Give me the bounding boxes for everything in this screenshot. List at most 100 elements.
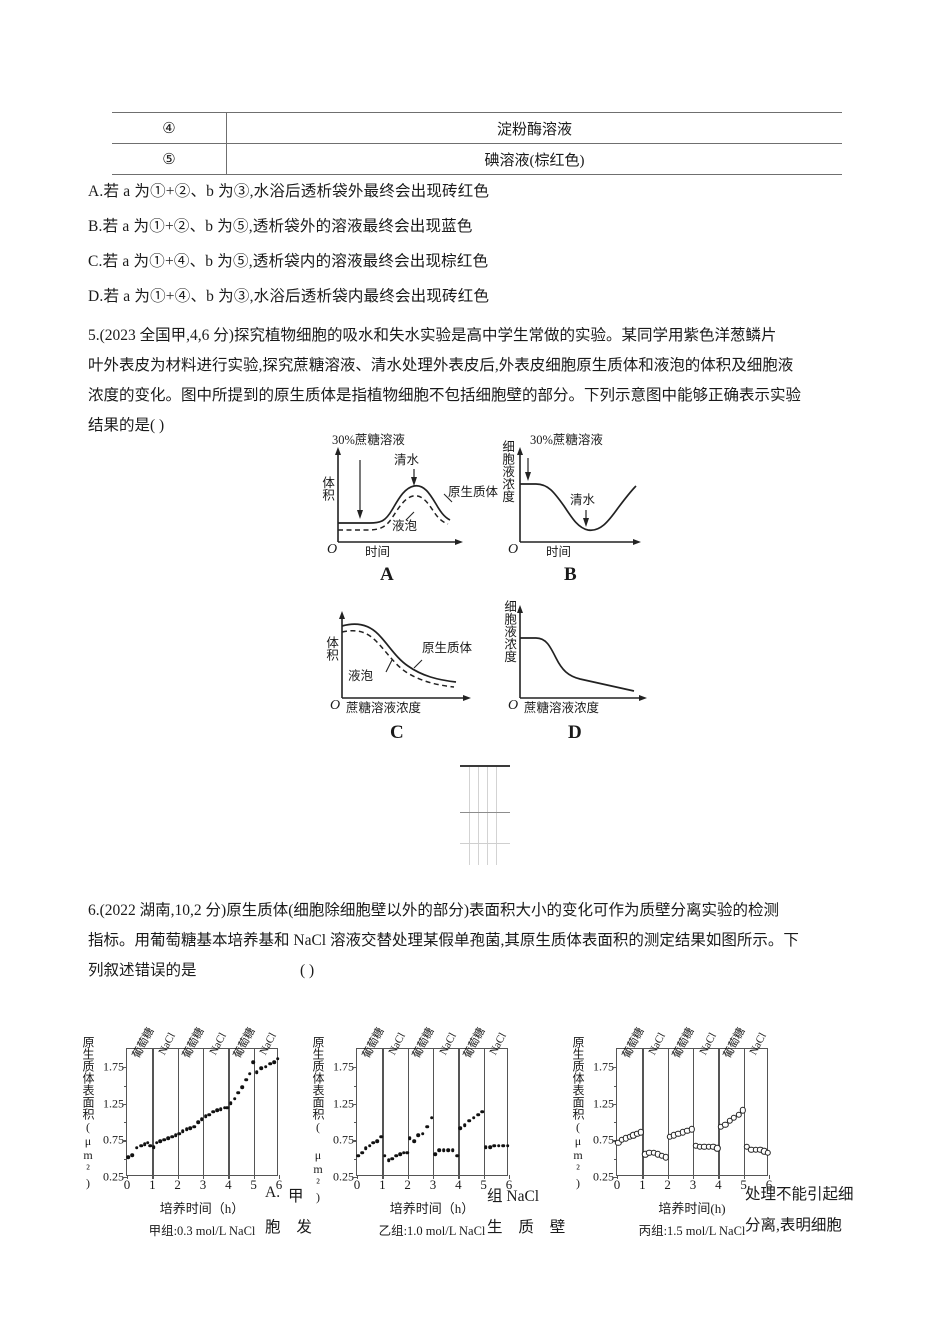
y-axis-tick-label: 0.75	[103, 1132, 124, 1147]
y-axis-tick-mark	[123, 1177, 127, 1179]
option-b: B.若 a 为①+②、b 为⑤,透析袋外的溶液最终会出现蓝色	[88, 218, 473, 235]
figure-a-annotation-sucrose: 30%蔗糖溶液	[332, 433, 405, 447]
data-point	[272, 1060, 277, 1064]
data-point	[739, 1107, 746, 1114]
data-point	[158, 1139, 163, 1143]
x-axis-tick-mark	[483, 1175, 485, 1179]
x-axis-tick-label: 1	[379, 1177, 386, 1192]
data-point	[196, 1120, 200, 1124]
data-point	[421, 1132, 425, 1136]
x-axis-tick-label: 6	[275, 1177, 283, 1192]
figure-a-annotation-vacuole: 液泡	[392, 519, 418, 533]
y-axis-minor-tick	[354, 1122, 357, 1124]
y-axis-tick-label: 1.25	[103, 1096, 124, 1111]
data-point	[764, 1149, 772, 1157]
figure-c-label: C	[390, 722, 404, 743]
chart-subtitle: 丙组:1.5 mol/L NaCl	[638, 1224, 746, 1238]
x-axis-tick-mark	[642, 1175, 644, 1179]
overlay-answer-c-line2: 分离,表明细胞	[745, 1217, 842, 1234]
data-point	[229, 1101, 233, 1105]
figure-d-origin: O	[508, 698, 519, 713]
data-point	[375, 1139, 380, 1143]
y-axis-tick-label: 1.25	[593, 1096, 614, 1111]
x-axis-tick-mark	[357, 1175, 359, 1179]
overlay-answer-line2: 胞 发	[265, 1219, 318, 1236]
data-point	[416, 1133, 421, 1138]
figure-b-annotation-sucrose: 30%蔗糖溶液	[530, 433, 603, 447]
table-cell-content: 碘溶液(棕红色)	[226, 143, 842, 175]
y-axis-tick-mark	[353, 1067, 357, 1069]
data-point	[371, 1140, 376, 1145]
overlay-answer-a-text: 甲	[288, 1188, 304, 1205]
y-axis-tick-label: 0.75	[333, 1132, 354, 1147]
y-axis-minor-tick	[354, 1085, 357, 1087]
x-axis-title: 培养时间(h)	[658, 1201, 726, 1216]
overlay-answer-b-text: 组 NaCl	[487, 1188, 540, 1205]
data-point	[450, 1148, 455, 1152]
data-point	[726, 1117, 733, 1124]
y-axis-tick-mark	[123, 1140, 127, 1142]
y-axis-title: 原生质体表面积( μm²)	[311, 1036, 325, 1204]
question-6-line-3: 列叙述错误的是	[88, 962, 197, 979]
data-point	[407, 1136, 412, 1141]
x-axis-tick-label: 6	[765, 1177, 773, 1192]
x-axis-tick-mark	[228, 1175, 230, 1179]
data-point	[688, 1126, 695, 1133]
option-c: C.若 a 为①+④、b 为⑤,透析袋内的溶液最终会出现棕红色	[88, 253, 489, 270]
data-point	[433, 1152, 437, 1157]
data-point	[455, 1153, 459, 1158]
y-axis-minor-tick	[614, 1085, 617, 1087]
y-axis-tick-label: 0.25	[333, 1169, 354, 1184]
phase-separator	[483, 1049, 485, 1175]
phase-separator	[667, 1049, 669, 1175]
data-point	[390, 1156, 395, 1161]
data-point	[155, 1140, 159, 1145]
y-axis-tick-label: 1.75	[103, 1059, 124, 1074]
option-d: D.若 a 为①+④、b 为③,水浴后透析袋内最终会出现砖红色	[88, 288, 490, 305]
x-axis-tick-label: 4	[225, 1177, 232, 1192]
data-point	[480, 1110, 485, 1114]
question-6-line-2: 指标。用葡萄糖基本培养基和 NaCl 溶液交替处理某假单孢菌,其原生质体表面积的…	[88, 932, 799, 949]
figure-c-origin: O	[330, 698, 341, 713]
chart-subtitle: 甲组:0.3 mol/L NaCl	[148, 1224, 256, 1238]
data-point	[405, 1151, 409, 1155]
x-axis-tick-label: 3	[429, 1177, 437, 1192]
data-point	[446, 1148, 450, 1152]
data-point	[148, 1143, 153, 1148]
data-point	[177, 1132, 181, 1136]
data-point	[145, 1140, 150, 1145]
question-6-answer-marker: ( )	[300, 962, 315, 979]
figure-c-y-axis-label: 体积	[324, 636, 339, 661]
figure-b-label: B	[564, 564, 577, 585]
y-axis-tick-mark	[613, 1177, 617, 1179]
figure-a: 30%蔗糖溶液 清水 原生质体 液泡 体积 O 时间 A	[318, 433, 498, 585]
data-point	[437, 1148, 442, 1152]
data-point	[211, 1110, 215, 1114]
figure-b-annotation-water: 清水	[570, 493, 596, 507]
data-point	[441, 1148, 446, 1152]
x-axis-tick-label: 1	[639, 1177, 646, 1192]
data-point	[222, 1105, 227, 1110]
data-point	[360, 1151, 364, 1155]
data-point	[476, 1113, 480, 1117]
figure-c-graphic	[339, 611, 471, 701]
data-point	[467, 1118, 471, 1123]
x-axis-tick-label: 3	[199, 1177, 207, 1192]
figure-c-annotation-protoplast: 原生质体	[422, 641, 473, 655]
data-point	[398, 1152, 402, 1157]
data-point	[130, 1153, 134, 1157]
data-point	[203, 1114, 208, 1119]
question-5-line-2: 叶外表皮为材料进行实验,探究蔗糖溶液、清水处理外表皮后,外表皮细胞原生质体和液泡…	[88, 357, 794, 374]
x-axis-tick-label: 2	[404, 1177, 411, 1192]
data-point	[483, 1145, 488, 1149]
data-point	[462, 1123, 467, 1127]
x-axis-tick-label: 2	[664, 1177, 671, 1192]
phase-separator	[253, 1049, 255, 1175]
x-axis-tick-label: 4	[715, 1177, 722, 1192]
x-axis-tick-label: 0	[123, 1177, 131, 1192]
data-point	[471, 1115, 476, 1120]
overlay-answer-b-line2: 生 质 壁	[487, 1219, 572, 1236]
x-axis-title: 培养时间（h）	[389, 1201, 475, 1216]
